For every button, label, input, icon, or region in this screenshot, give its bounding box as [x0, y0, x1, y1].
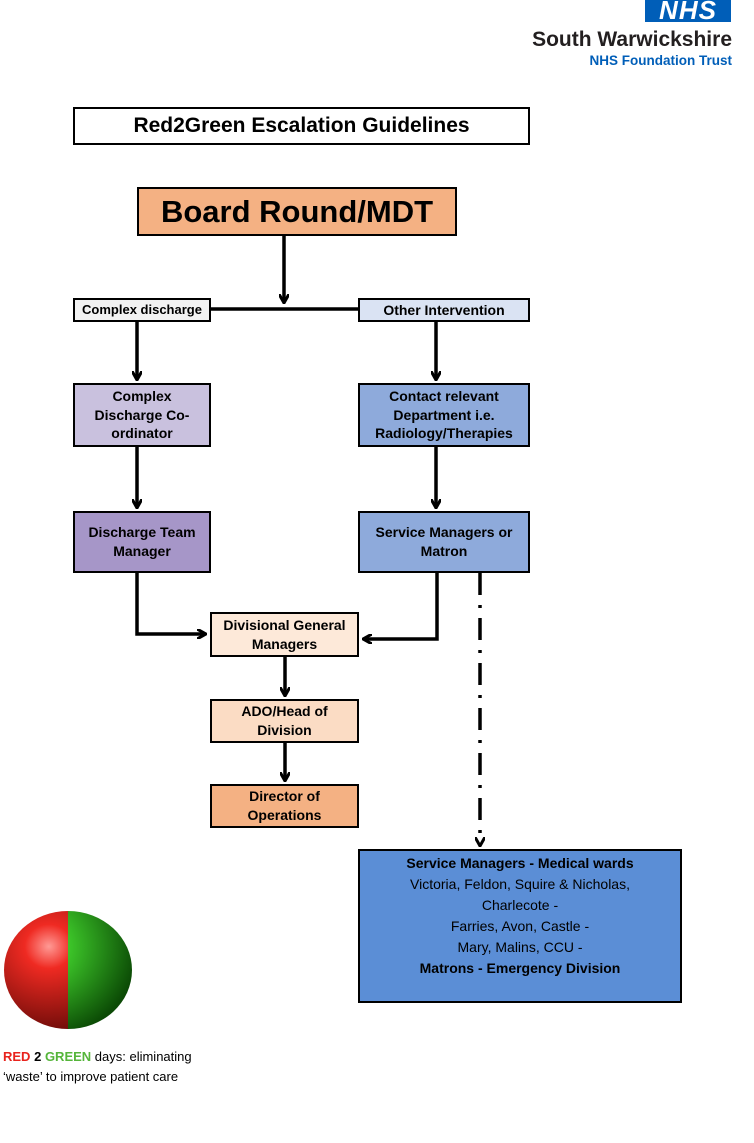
node-line: Service Managers or — [375, 524, 513, 541]
node-line: Division — [257, 722, 312, 738]
node-line: Managers — [251, 635, 318, 652]
node-line: ordinator — [111, 425, 173, 442]
node-line: Complex — [112, 387, 172, 404]
director-of-operations-box: Director of Operations — [210, 784, 359, 828]
legend-red: RED — [3, 1049, 31, 1064]
medical-wards-heading: Service Managers - Medical wards — [406, 855, 634, 871]
board-round-mdt-box: Board Round/MDT — [137, 187, 457, 236]
ward-line: Mary, Malins, CCU - — [457, 939, 583, 955]
ward-line: Charlecote - — [481, 897, 559, 913]
ward-line: Victoria, Feldon, Squire & Nicholas, — [410, 876, 630, 892]
other-intervention-label: Other Intervention — [383, 301, 505, 318]
other-intervention-box: Other Intervention — [358, 298, 530, 322]
red-green-ball-icon — [4, 911, 132, 1029]
complex-discharge-box: Complex discharge — [73, 298, 211, 322]
node-line: Department i.e. — [393, 406, 495, 423]
legend-green: GREEN — [44, 1049, 92, 1064]
node-line: Divisional General — [223, 616, 346, 633]
arrow-smm-to-dgm — [364, 573, 439, 639]
board-round-label: Board Round/MDT — [160, 194, 434, 229]
red2green-legend: RED 2 GREEN days: eliminating ‘waste’ to… — [3, 1047, 192, 1087]
page-title: Red2Green Escalation Guidelines — [73, 107, 530, 145]
node-line: Manager — [113, 543, 171, 559]
legend-rest: days: eliminating — [91, 1049, 192, 1064]
discharge-team-manager-box: Discharge Team Manager — [73, 511, 211, 573]
org-subtitle: NHS Foundation Trust — [589, 53, 733, 68]
nhs-logo-badge: NHS — [645, 0, 731, 22]
arrow-dtm-to-dgm — [135, 573, 205, 634]
medical-wards-box: Service Managers - Medical wards Victori… — [358, 849, 682, 1003]
complex-discharge-coordinator-box: Complex Discharge Co- ordinator — [73, 383, 211, 447]
legend-line-1: RED 2 GREEN days: eliminating — [3, 1047, 192, 1067]
divisional-general-managers-box: Divisional General Managers — [210, 612, 359, 657]
node-line: Discharge Co- — [94, 406, 190, 423]
org-name: South Warwickshire — [532, 28, 732, 51]
ado-head-of-division-box: ADO/Head of Division — [210, 699, 359, 743]
ward-line: Farries, Avon, Castle - — [450, 918, 590, 934]
node-line: Director of — [249, 788, 320, 805]
node-line: Operations — [247, 807, 322, 823]
node-line: Discharge Team — [88, 524, 196, 541]
contact-department-box: Contact relevant Department i.e. Radiolo… — [358, 383, 530, 447]
node-line: Contact relevant — [389, 387, 499, 404]
node-line: ADO/Head of — [241, 703, 328, 720]
node-line: Matron — [420, 543, 468, 559]
complex-discharge-label: Complex discharge — [82, 302, 202, 318]
service-managers-matron-box: Service Managers or Matron — [358, 511, 530, 573]
legend-two: 2 — [34, 1049, 42, 1064]
matrons-line: Matrons - Emergency Division — [419, 960, 621, 976]
node-line: Radiology/Therapies — [375, 425, 513, 442]
legend-line-2: ‘waste’ to improve patient care — [3, 1069, 179, 1085]
